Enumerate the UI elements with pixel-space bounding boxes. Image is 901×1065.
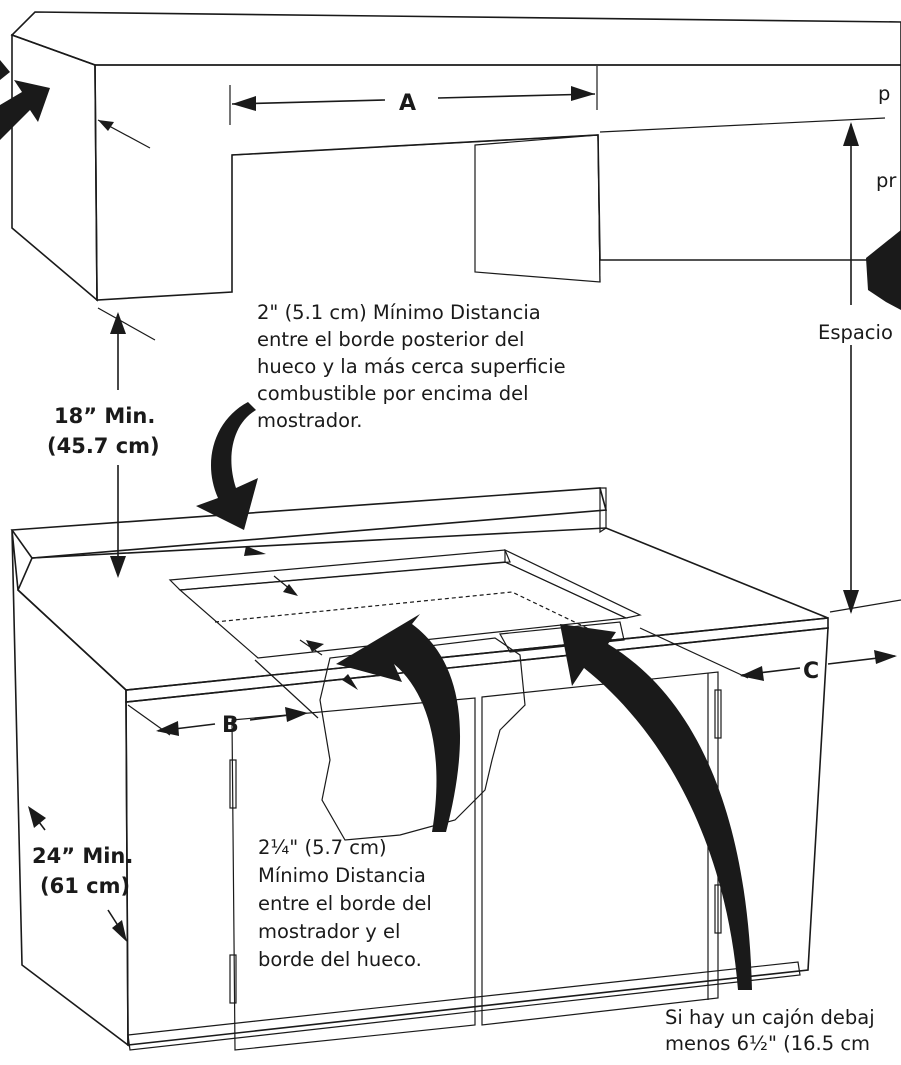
dim-a-line-left	[231, 99, 386, 105]
dimension-b: B	[127, 659, 319, 738]
upper-cabinet	[10, 11, 901, 302]
dim-a-label: A	[399, 91, 416, 116]
drawer-note: Si hay un cajón debaj menos 6½" (16.5 cm	[665, 1006, 875, 1055]
torn-section	[319, 637, 526, 841]
clearance-18-line-1: 18” Min.	[54, 404, 155, 428]
upper-cabinet-front-face	[94, 64, 901, 301]
cutout-opening	[178, 561, 629, 659]
cutout-rim-right	[504, 549, 642, 619]
clearance-24-arrow-top	[28, 806, 46, 828]
upper-cabinet-end-face	[11, 33, 98, 302]
dim-b-ext-right	[254, 659, 319, 719]
rear-note-line-2: entre el borde posterior del	[257, 328, 524, 351]
right-lower-tick	[829, 599, 901, 613]
right-vertical-arrow-top	[843, 122, 859, 146]
upper-cabinet-top-face	[10, 11, 901, 66]
drawer-callout-arrow	[560, 624, 752, 990]
dim-c-label: C	[803, 659, 819, 684]
cabinet-toe-kick	[127, 961, 801, 1051]
backsplash-face	[10, 487, 608, 559]
clearance-24-arrow-bottom	[112, 920, 127, 942]
hinge-left-bottom	[229, 954, 237, 1004]
clearance-24-line-2: (61 cm)	[40, 874, 130, 898]
dim-a-arrow-left	[232, 96, 256, 111]
upper-corner-tick	[599, 117, 886, 133]
clearance-24-line-1: 24” Min.	[32, 844, 133, 868]
rear-note-line-5: mostrador.	[257, 409, 362, 432]
espacio-fragment: Espacio	[818, 321, 893, 344]
cabinet-left-side	[11, 529, 129, 1047]
upper-opening-right-edge	[597, 134, 601, 283]
front-rail-stub	[499, 621, 625, 653]
front-gap-arrow-1	[306, 640, 324, 652]
clearance-18-ext-top	[97, 307, 156, 341]
left-edge-arrow-tip	[0, 60, 10, 80]
hinge-right-top	[714, 689, 722, 739]
right-fragment-p: p	[878, 82, 890, 105]
cutout-hidden-outline	[214, 591, 613, 641]
dim-a-arrow-right	[571, 86, 595, 101]
front-callout-arrow	[336, 614, 461, 832]
left-edge-arrow-shape	[0, 80, 50, 140]
right-edge-fragments: p pr Espacio	[818, 82, 897, 344]
countertop-front-edge	[125, 617, 829, 703]
right-big-arrow	[866, 230, 901, 310]
dimension-a: A	[229, 66, 598, 125]
hinge-right-bottom	[714, 884, 722, 934]
front-note-line-5: borde del hueco.	[258, 948, 422, 971]
rear-note-line-4: combustible por encima del	[257, 382, 529, 405]
right-vertical-dimension	[829, 122, 901, 614]
clearance-18-label: 18” Min. (45.7 cm)	[47, 404, 160, 458]
front-note-line-4: mostrador y el	[258, 920, 400, 943]
cutout-rim-back	[168, 549, 511, 591]
upper-opening-edge	[231, 134, 599, 156]
rear-gap-arrow	[283, 584, 298, 596]
right-vertical-arrow-bottom	[843, 590, 859, 614]
clearance-18-line-2: (45.7 cm)	[47, 434, 160, 458]
drawer-note-line-1: Si hay un cajón debaj	[665, 1006, 875, 1029]
callout-arrows	[196, 402, 752, 990]
dim-c-arrow-right	[874, 650, 897, 664]
rear-distance-note: 2" (5.1 cm) Mínimo Distancia entre el bo…	[257, 301, 566, 432]
rear-note-line-3: hueco y la más cerca superficie	[257, 355, 566, 378]
cabinet-door-left	[231, 697, 476, 1051]
front-note-line-2: Mínimo Distancia	[258, 864, 426, 887]
dim-b-label: B	[222, 713, 239, 738]
right-fragment-pr: pr	[876, 169, 897, 192]
cutout-gap-pointers	[244, 546, 358, 690]
dim-c-arrow-left	[740, 666, 764, 681]
upper-cabinet-inner-panel	[474, 134, 601, 283]
front-note-line-3: entre el borde del	[258, 892, 432, 915]
left-edge-arrow	[0, 60, 151, 149]
clearance-18-arrow-top	[110, 312, 126, 334]
rear-note-line-1: 2" (5.1 cm) Mínimo Distancia	[257, 301, 541, 324]
front-distance-note: 2¼" (5.7 cm) Mínimo Distancia entre el b…	[258, 836, 432, 971]
dimension-c: C	[639, 627, 897, 684]
dim-b-arrow-left	[156, 721, 179, 736]
dim-b-arrow-right	[285, 707, 308, 722]
clearance-18-dimension	[97, 307, 156, 578]
countertop-cutout	[168, 549, 642, 841]
dim-a-line-right	[437, 93, 596, 99]
front-gap-arrow-2	[342, 674, 358, 690]
left-small-pointer-head	[98, 120, 114, 131]
rear-gap-arrow-top	[244, 546, 266, 556]
drawer-note-line-2: menos 6½" (16.5 cm	[665, 1032, 870, 1055]
hinge-left-top	[229, 759, 237, 809]
dim-c-ext-left	[639, 627, 749, 679]
clearance-24-dimension	[28, 806, 127, 942]
rear-callout-arrow	[196, 402, 258, 530]
clearance-18-arrow-bottom	[110, 556, 126, 578]
clearance-24-label: 24” Min. (61 cm)	[32, 844, 133, 898]
front-note-line-1: 2¼" (5.7 cm)	[258, 836, 387, 859]
